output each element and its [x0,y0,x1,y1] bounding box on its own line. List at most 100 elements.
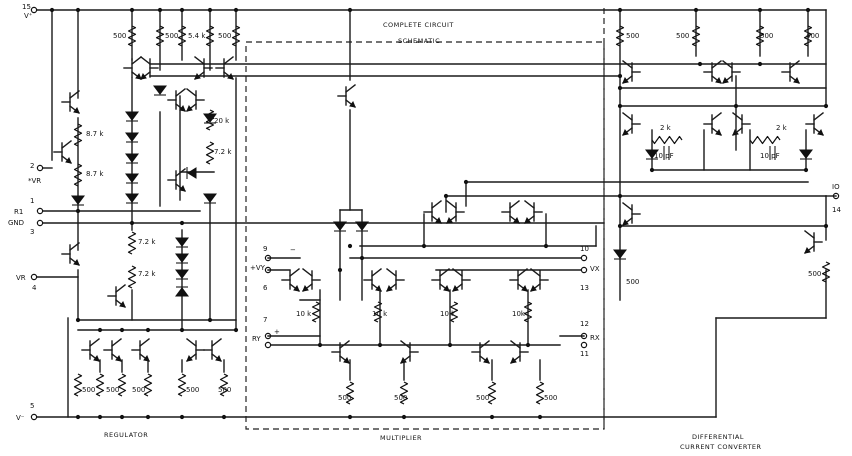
junction-dot [347,414,353,420]
junction-dot [233,327,239,333]
title-line1: COMPLETE CIRCUIT [383,21,454,29]
transistor [423,200,442,224]
resistor [95,373,105,397]
transistor [622,112,641,136]
r10k-label: 10 k [296,310,312,318]
junction-dot [207,317,213,323]
output-name: IO [832,183,840,191]
r2k-label: 2 k [776,124,788,132]
converter-label-line2: CURRENT CONVERTER [680,443,762,451]
pin-terminals [30,6,840,421]
transistor [446,200,465,224]
r87k-label: 8.7 k [86,170,104,178]
transistor [510,340,529,364]
pin-10-number: 10 [580,245,589,253]
transistor [103,338,122,362]
transistor [530,268,549,292]
pin-leads [267,195,837,337]
diode-group [71,85,813,297]
pin-11-number: 11 [580,350,589,358]
r500-label: 500 [626,278,639,286]
junction-dot [129,220,135,226]
pin-1-name: R1 [14,208,23,216]
multiplier-wiring [299,9,597,381]
r10k-label: 10 k [372,310,388,318]
regulator-wiring [33,9,237,418]
resistor [449,301,459,323]
transistor [622,60,641,84]
transistor [302,268,321,292]
pin-14-number: 14 [832,206,841,214]
r500-label: 500 [132,386,145,394]
junction-dot [617,193,623,199]
transistor [471,340,490,364]
transistor [61,242,80,266]
junction-dot [179,327,185,333]
junction-dot [823,223,829,229]
pin-12-name: RX [590,334,600,342]
resistor [219,373,229,397]
junction-dot [537,414,543,420]
junction-dot [617,85,623,91]
r500-label: 500 [113,32,126,40]
r500-label: 500 [394,394,407,402]
r500-label: 500 [106,386,119,394]
resistor [127,265,137,289]
junction-dot [805,7,811,13]
r20k-label: 20 k [214,117,230,125]
transistor [194,56,213,80]
transistor [167,168,186,192]
junction-dot [543,243,549,249]
io-output-line [445,181,827,213]
junction-dot [75,208,81,214]
labels: COMPLETE CIRCUIT SCHEMATIC REGULATOR MUL… [8,3,841,451]
junction-dot [49,7,55,13]
pin-5-name: V⁻ [16,414,25,422]
r500-label: 500 [82,386,95,394]
junction-dot [145,414,151,420]
junction-dot [317,342,323,348]
transistor [123,56,142,80]
r500-label: 500 [338,394,351,402]
pin-5-number: 5 [30,402,34,410]
junction-dot [119,414,125,420]
vminus-rail [33,269,827,418]
junction-dot [697,61,703,67]
capacitor-group [663,146,776,160]
r500-label: 500 [165,32,178,40]
transistor [337,84,356,108]
junction-dot [179,414,185,420]
r500-label: 500 [186,386,199,394]
title-line2: SCHEMATIC [398,37,440,45]
transistor [107,284,126,308]
junction-dot [207,7,213,13]
junction-dot [179,7,185,13]
pin-6-number: 6 [263,284,268,292]
transistor [452,268,471,292]
transistor [431,268,450,292]
pin-3-number: 3 [30,228,34,236]
vx-line [349,257,585,271]
junction-dot [489,414,495,420]
multiplier-block-outline [245,41,605,430]
r2k-label: 2 k [660,124,672,132]
junction-dot [803,167,809,173]
r500-label: 500 [218,386,231,394]
transistor [53,140,72,164]
pin-15-number: 15 [22,3,31,11]
junction-dot [75,317,81,323]
transistor [501,200,520,224]
pin-2-name: *VR [28,177,41,185]
junction-dot [179,220,185,226]
junction-dot [421,243,427,249]
junction-dot [443,193,449,199]
c10pf-label: 10 pF [760,152,780,160]
r54k-label: 5.4 k [188,32,206,40]
transistor [281,268,300,292]
pin-7-number: 7 [263,316,267,324]
r10k-label: 10 k [440,310,456,318]
junction-dot [97,327,103,333]
r500-label: 500 [676,32,689,40]
transistor [61,90,80,114]
